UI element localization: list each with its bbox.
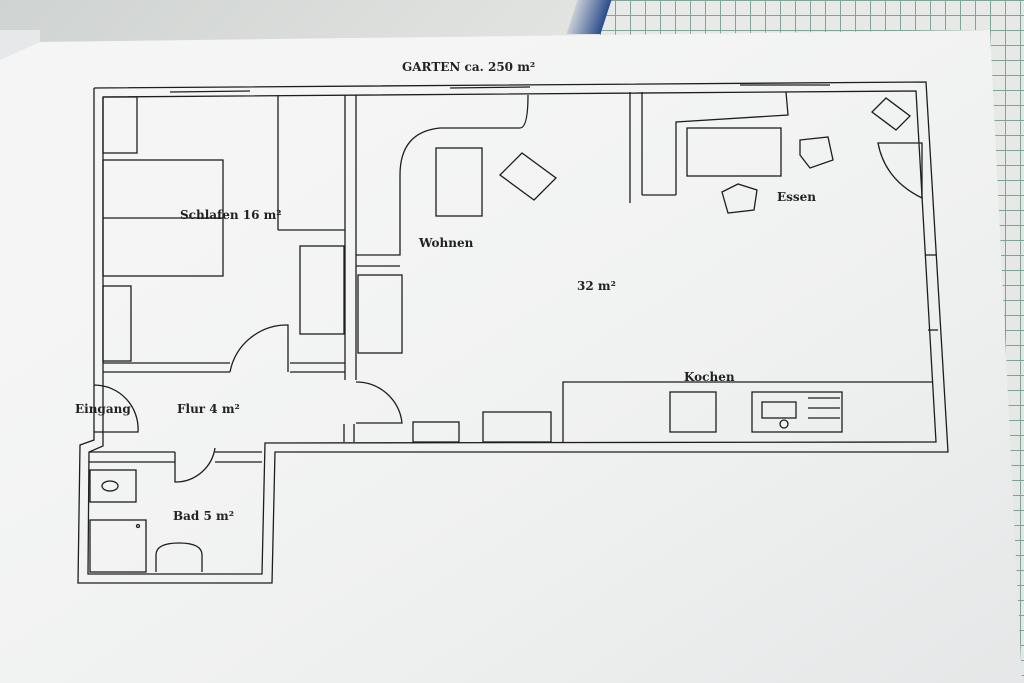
room-label-kochen: Kochen [684,370,735,384]
floor-plan-labels: GARTEN ca. 250 m² Schlafen 16 m² Wohnen … [75,60,816,523]
room-label-bad: Bad 5 m² [173,509,234,523]
room-label-area-32: 32 m² [577,279,616,293]
outer-wall-outer [77,81,949,584]
room-label-schlafen: Schlafen 16 m² [180,208,282,222]
room-label-eingang: Eingang [75,402,131,416]
room-label-flur: Flur 4 m² [177,402,240,416]
room-label-essen: Essen [777,190,816,204]
outer-wall-inner [87,90,937,575]
room-label-wohnen: Wohnen [418,236,474,250]
floor-plan-walls [77,81,949,584]
garden-label: GARTEN ca. 250 m² [402,60,535,74]
